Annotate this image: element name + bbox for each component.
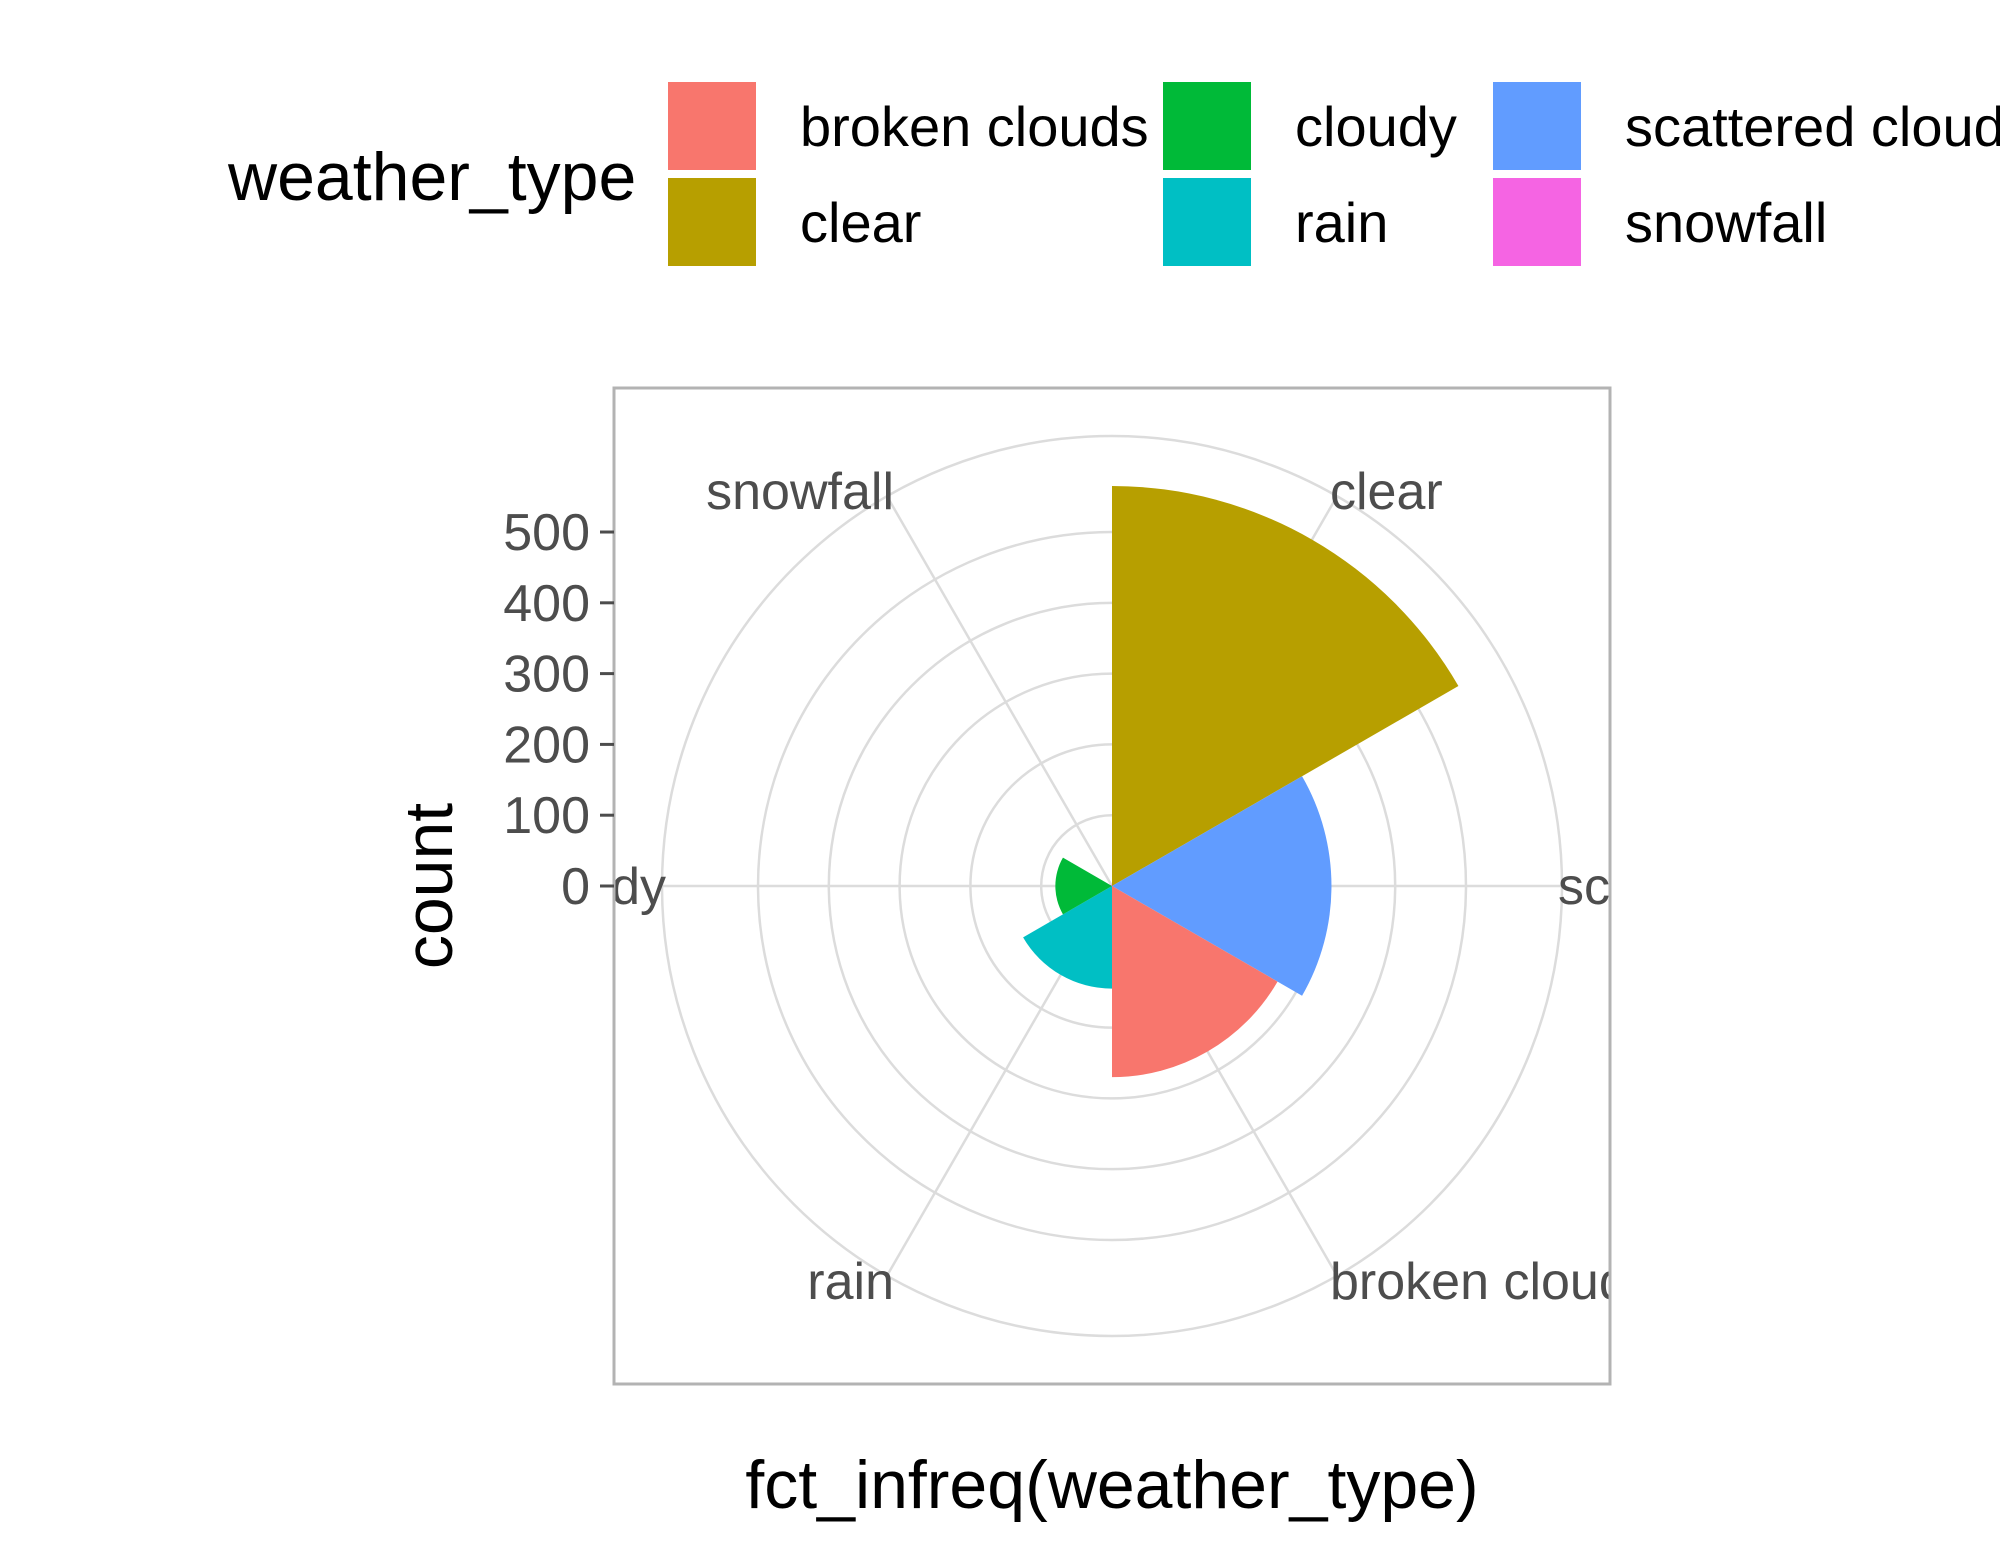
legend-label-snowfall: snowfall <box>1625 191 1827 254</box>
y-axis-title: count <box>391 803 467 969</box>
y-tick-label-100: 100 <box>503 787 590 845</box>
bar-scattered-clouds <box>1112 776 1332 996</box>
y-axis: 0 100 200 300 400 500 <box>503 504 614 916</box>
legend-key-cloudy <box>1163 82 1251 170</box>
legend: weather_type broken clouds clear cloudy rai… <box>227 82 2000 266</box>
bars <box>1023 486 1459 1078</box>
bar-cloudy <box>1055 857 1112 915</box>
y-tick-label-400: 400 <box>503 575 590 633</box>
y-tick-label-0: 0 <box>561 858 590 916</box>
legend-key-rain <box>1163 178 1251 266</box>
category-label-cloudy: cloudy <box>516 858 666 916</box>
legend-key-scattered-clouds <box>1493 82 1581 170</box>
category-label-snowfall: snowfall <box>706 463 894 521</box>
legend-label-cloudy: cloudy <box>1295 95 1457 158</box>
legend-label-rain: rain <box>1295 191 1388 254</box>
y-tick-label-500: 500 <box>503 504 590 562</box>
category-labels: clear scattered clouds broken clouds rain cl… <box>516 463 1937 1311</box>
legend-key-broken-clouds <box>668 82 756 170</box>
grid-spoke-snowfall <box>885 495 1114 887</box>
bar-snowfall <box>1110 884 1112 886</box>
plot-panel: clear scattered clouds broken clouds rain cl… <box>516 386 1937 1386</box>
bar-clear <box>1112 486 1459 886</box>
legend-key-snowfall <box>1493 178 1581 266</box>
category-label-rain: rain <box>807 1253 894 1311</box>
bar-broken-clouds <box>1112 886 1278 1078</box>
category-label-scattered-clouds: scattered clouds <box>1558 858 1937 916</box>
y-tick-label-200: 200 <box>503 716 590 774</box>
y-tick-label-300: 300 <box>503 646 590 704</box>
legend-label-scattered-clouds: scattered clouds <box>1625 95 2000 158</box>
legend-title: weather_type <box>227 139 636 215</box>
legend-key-clear <box>668 178 756 266</box>
bar-rain <box>1023 886 1112 989</box>
x-axis-title: fct_infreq(weather_type) <box>745 1447 1478 1523</box>
legend-label-clear: clear <box>800 191 921 254</box>
category-label-broken-clouds: broken clouds <box>1330 1253 1654 1311</box>
category-label-clear: clear <box>1330 463 1443 521</box>
legend-label-broken-clouds: broken clouds <box>800 95 1149 158</box>
